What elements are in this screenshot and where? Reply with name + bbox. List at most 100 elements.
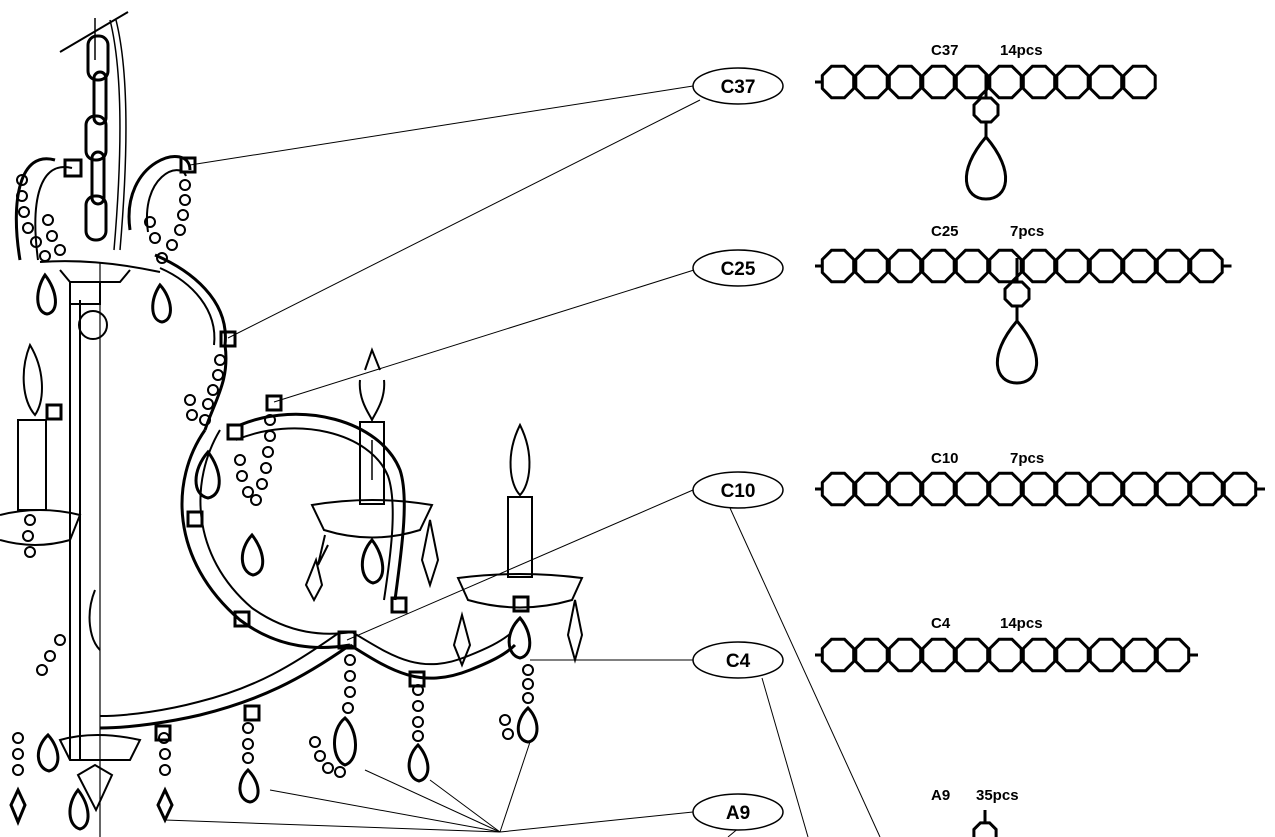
candle-2 — [452, 422, 584, 668]
octagon-bead — [887, 471, 923, 507]
callout-c4: C4 — [692, 641, 784, 679]
part-quantity-label: 7pcs — [1010, 223, 1044, 240]
octagon-bead — [1021, 248, 1057, 284]
part-quantity-label: 14pcs — [1000, 42, 1043, 59]
octagon-bead — [1088, 637, 1124, 673]
bead-chain — [815, 248, 1232, 385]
octagon-bead — [921, 64, 956, 100]
bead-strings — [12, 174, 534, 778]
octagon-bead — [1155, 637, 1191, 673]
callout-c10: C10 — [692, 471, 784, 509]
part-quantity-label: 7pcs — [1010, 450, 1044, 467]
octagon-bead — [887, 637, 923, 673]
callout-oval — [692, 249, 784, 287]
callout-label-text: C4 — [726, 651, 751, 672]
octagon-bead — [820, 637, 856, 673]
callout-c37: C37 — [692, 67, 784, 105]
octagon-bead — [820, 248, 856, 284]
octagon-bead — [921, 471, 956, 507]
part-quantity-label: 14pcs — [1000, 615, 1043, 632]
octagon-bead — [988, 64, 1023, 100]
bead-chain — [815, 637, 1198, 673]
callout-oval — [692, 67, 784, 105]
part-quantity-label: 35pcs — [976, 787, 1019, 804]
octagon-bead — [1055, 637, 1090, 673]
octagon-bead — [1122, 637, 1157, 673]
octagon-bead — [887, 64, 923, 100]
bead-chain — [972, 810, 998, 837]
central-column — [39, 260, 161, 837]
main-s-arm — [99, 412, 517, 730]
octagon-bead — [954, 471, 990, 507]
octagon-bead — [1055, 64, 1090, 100]
candle-1 — [304, 347, 440, 603]
callout-oval — [692, 793, 784, 831]
octagon-bead — [954, 64, 990, 100]
candle-left — [0, 342, 101, 651]
callout-a9: A9 — [692, 793, 784, 831]
octagon-bead — [1155, 248, 1191, 284]
callout-leader-lines — [164, 85, 881, 837]
octagon-bead — [820, 64, 856, 100]
pendant-bead — [972, 96, 1000, 124]
callout-label-text: C10 — [721, 481, 756, 502]
part-c37: C37 14pcs — [815, 42, 1157, 201]
octagon-bead — [1088, 471, 1124, 507]
part-c25: C25 7pcs — [815, 223, 1232, 385]
part-code-label: C4 — [931, 615, 951, 632]
bead-chain — [815, 471, 1265, 507]
callout-oval — [692, 641, 784, 679]
part-code-label: C25 — [931, 223, 959, 240]
octagon-bead — [988, 248, 1023, 284]
octagon-bead — [921, 248, 956, 284]
octagon-bead — [1189, 248, 1224, 284]
upper-arm — [14, 155, 228, 431]
octagon-bead — [1055, 248, 1090, 284]
octagon-bead — [854, 64, 889, 100]
callout-label-text: A9 — [726, 803, 750, 824]
octagon-bead — [854, 637, 889, 673]
octagon-bead — [1122, 248, 1157, 284]
octagon-bead — [988, 637, 1023, 673]
octagon-bead — [988, 471, 1023, 507]
octagon-bead — [820, 471, 856, 507]
teardrop-crystal — [996, 318, 1038, 385]
hanging-chain — [59, 11, 129, 251]
callout-label-text: C37 — [721, 77, 756, 98]
octagon-bead — [1021, 637, 1057, 673]
crystal-droplets — [9, 272, 539, 831]
part-code-label: C10 — [931, 450, 959, 467]
octagon-bead — [887, 248, 923, 284]
chandelier-illustration — [0, 11, 584, 837]
octagon-bead — [1222, 471, 1258, 507]
octagon-bead — [1021, 471, 1057, 507]
octagon-bead — [954, 248, 990, 284]
callout-label-text: C25 — [721, 259, 756, 280]
pendant-bead — [1003, 280, 1031, 308]
octagon-bead — [972, 821, 998, 837]
part-code-label: A9 — [931, 787, 950, 804]
callout-oval — [692, 471, 784, 509]
part-c4: C4 14pcs — [815, 615, 1198, 673]
octagon-bead — [1189, 471, 1224, 507]
octagon-bead — [1021, 64, 1057, 100]
bead-chain — [815, 64, 1157, 201]
octagon-bead — [954, 637, 990, 673]
octagon-bead — [1122, 471, 1157, 507]
part-c10: C10 7pcs — [815, 450, 1265, 507]
part-code-label: C37 — [931, 42, 959, 59]
octagon-bead — [854, 471, 889, 507]
octagon-bead — [1122, 64, 1157, 100]
octagon-bead — [1088, 248, 1124, 284]
octagon-bead — [1088, 64, 1124, 100]
octagon-bead — [1055, 471, 1090, 507]
teardrop-crystal — [965, 134, 1007, 201]
connector-nodes — [45, 156, 530, 742]
octagon-bead — [921, 637, 956, 673]
octagon-bead — [1155, 471, 1191, 507]
callout-c25: C25 — [692, 249, 784, 287]
octagon-bead — [854, 248, 889, 284]
